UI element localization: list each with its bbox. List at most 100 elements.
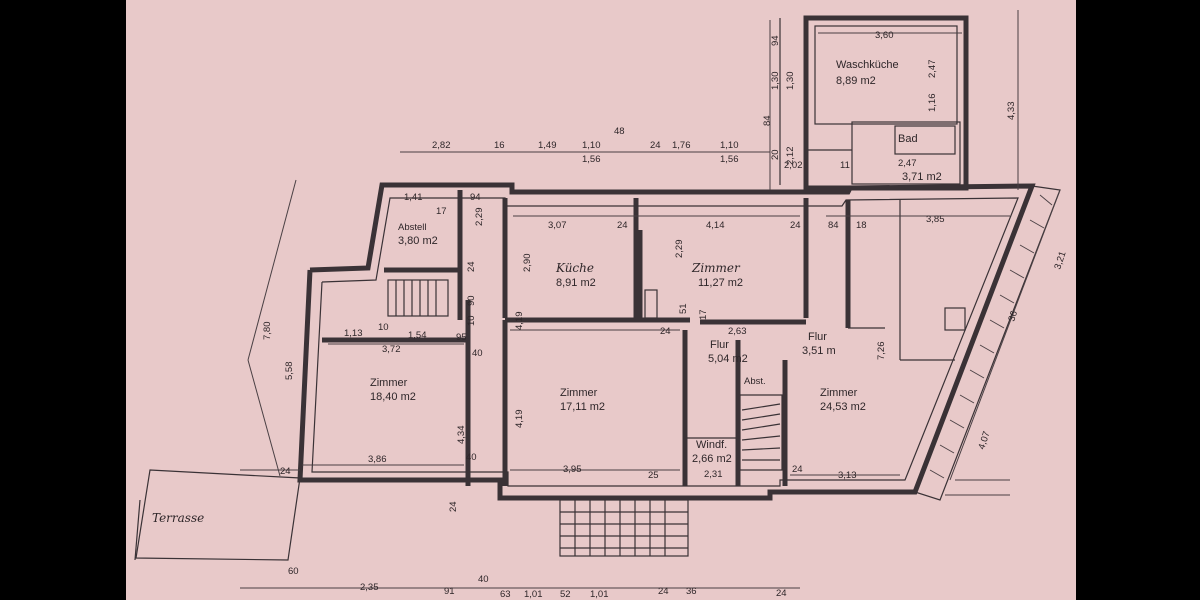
dim-label: 1,16 [927, 94, 938, 113]
dim-label: 2,47 [927, 60, 938, 79]
dim-label: 1,54 [408, 330, 427, 341]
dim-label: 1,30 [785, 72, 796, 91]
dim-label: 4,33 [1006, 102, 1017, 121]
zimmer-ost-name: Zimmer [820, 387, 858, 399]
dim-label: 17 [698, 309, 709, 320]
dim-label: 24 [617, 220, 628, 231]
dim-label: 4,14 [706, 220, 725, 231]
dim-label: 7,26 [876, 342, 887, 361]
zimmer-west-area: 18,40 m2 [370, 391, 416, 403]
dim-label: 25 [648, 470, 659, 481]
abst-label: Abst. [744, 376, 766, 387]
dim-label: 36 [1006, 309, 1020, 322]
dimension-numbers: 3,60 2,47 1,30 1,30 94 4,33 1,16 2,47 11… [262, 30, 1069, 600]
dim-label: 2,90 [522, 254, 533, 273]
dim-label: 1,01 [590, 589, 609, 600]
staircase-abstell [387, 279, 449, 317]
dim-label: 24 [650, 140, 661, 151]
dim-label: 10 [378, 322, 389, 333]
zimmer-mitte-name: Zimmer [560, 387, 598, 399]
dim-label: 24 [658, 586, 669, 597]
dim-label: 2,31 [704, 469, 723, 480]
dim-label: 3,21 [1052, 250, 1068, 271]
dim-label: 5,58 [284, 362, 295, 381]
flur-b-area: 3,51 m [802, 345, 836, 357]
zimmer-nord-name: Zimmer [691, 261, 741, 275]
dim-label: 4,07 [976, 430, 992, 451]
windfang-area: 2,66 m2 [692, 453, 732, 465]
waschkueche-inner-wall [814, 25, 958, 125]
bad-inner-wall [851, 121, 961, 185]
dim-label: 4,34 [456, 426, 467, 445]
bad-name: Bad [898, 133, 918, 145]
dim-label: 24 [776, 588, 787, 599]
dim-label: 1,49 [538, 140, 557, 151]
dim-label: 4,19 [514, 410, 525, 429]
dim-label: 3,85 [926, 214, 945, 225]
dim-label: 94 [470, 192, 481, 203]
terrace [134, 469, 301, 561]
dim-label: 2,35 [360, 582, 379, 593]
zimmer-ost-area: 24,53 m2 [820, 401, 866, 413]
dim-label: 2,63 [728, 326, 747, 337]
dim-label: 2,29 [674, 240, 685, 259]
dim-label: 1,01 [524, 589, 543, 600]
abstell-name: Abstell [398, 222, 427, 233]
dim-label: 40 [466, 452, 477, 463]
dim-label: 24 [448, 501, 459, 512]
dim-label: 24 [466, 261, 477, 272]
dim-label: 1,41 [404, 192, 423, 203]
dim-label: 2,29 [474, 208, 485, 227]
entrance-steps [559, 499, 689, 557]
dim-label: 36 [686, 586, 697, 597]
room-labels: Waschküche 8,89 m2 Bad 3,71 m2 Abstell 3… [152, 59, 942, 525]
kueche-area: 8,91 m2 [556, 277, 596, 289]
dim-label: 24 [792, 464, 803, 475]
zimmer-mitte-area: 17,11 m2 [560, 401, 605, 413]
zimmer-nord-area: 11,27 m2 [698, 277, 743, 289]
flur-b-name: Flur [808, 331, 827, 343]
abstell-area: 3,80 m2 [398, 235, 438, 247]
dim-label: 11 [840, 160, 850, 171]
terrasse-label: Terrasse [152, 511, 204, 525]
dim-label: 3,86 [368, 454, 387, 465]
dim-label: 48 [614, 126, 625, 137]
dim-label: 1,76 [672, 140, 691, 151]
dim-label: 84 [828, 220, 839, 231]
dim-label: 60 [288, 566, 299, 577]
walls [297, 15, 1036, 501]
chimney [644, 289, 658, 319]
dim-label: 1,13 [344, 328, 363, 339]
waschkueche-area: 8,89 m2 [836, 75, 876, 87]
zimmer-west-name: Zimmer [370, 377, 408, 389]
dim-label: 7,80 [262, 322, 273, 341]
dim-label: 1,56 [720, 154, 739, 165]
dim-label: 1,30 [770, 72, 781, 91]
dim-label: 24 [790, 220, 801, 231]
dim-label: 1,10 [720, 140, 739, 151]
dim-label: 17 [436, 206, 447, 217]
bathtub [894, 125, 956, 155]
dim-label: 63 [500, 589, 511, 600]
dim-label: 2,12 [785, 147, 796, 166]
dim-label: 51 [678, 303, 689, 314]
dim-label: 24 [660, 326, 671, 337]
kueche-name: Küche [555, 261, 594, 275]
windfang-name: Windf. [696, 439, 727, 451]
chimney-b [944, 307, 966, 331]
dimension-lines [240, 10, 1061, 589]
dim-label: 3,72 [382, 344, 401, 355]
dim-label: 16 [494, 140, 505, 151]
dim-label: 3,13 [838, 470, 857, 481]
dim-label: 3,60 [875, 30, 894, 41]
dim-label: 2,47 [898, 158, 917, 169]
dim-label: 52 [560, 589, 571, 600]
waschkueche-name: Waschküche [836, 59, 899, 71]
dim-label: 3,95 [563, 464, 582, 475]
dim-label: 94 [770, 35, 781, 46]
dim-label: 4,19 [514, 312, 525, 331]
dim-label: 1,56 [582, 154, 601, 165]
dim-label: 2,02 [784, 160, 803, 171]
dim-label: 20 [770, 149, 781, 160]
